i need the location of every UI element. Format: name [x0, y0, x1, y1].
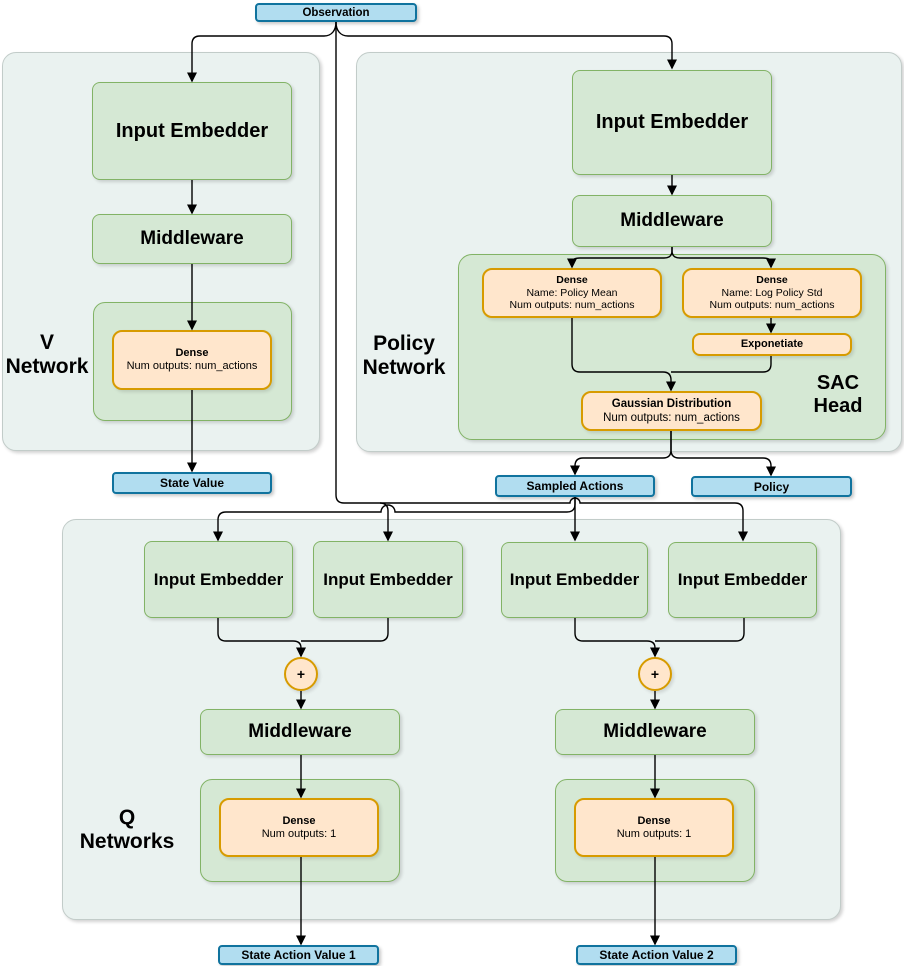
- policy-output-node: Policy: [691, 476, 852, 497]
- v-input-embedder-node: Input Embedder: [92, 82, 292, 180]
- state-action-value-2-node: State Action Value 2: [576, 945, 737, 965]
- sampled-actions-node: Sampled Actions: [495, 475, 655, 497]
- dense-log-policy-std-node: Dense Name: Log Policy Std Num outputs: …: [682, 268, 862, 318]
- q2-input-embedder-1-node: Input Embedder: [501, 542, 648, 618]
- sac-head-label: SAC Head: [813, 372, 863, 417]
- observation-node: Observation: [255, 3, 417, 22]
- q1-input-embedder-1-node: Input Embedder: [144, 541, 293, 618]
- exponentiate-node: Exponetiate: [692, 333, 852, 356]
- q1-plus-node: +: [284, 657, 318, 691]
- q2-dense-node: Dense Num outputs: 1: [574, 798, 734, 857]
- q1-input-embedder-2-node: Input Embedder: [313, 541, 463, 618]
- policy-network-label: Policy Network: [362, 332, 446, 379]
- q-networks-label: Q Networks: [79, 806, 175, 853]
- policy-middleware-node: Middleware: [572, 195, 772, 247]
- v-network-label: V Network: [5, 331, 89, 378]
- q2-middleware-node: Middleware: [555, 709, 755, 755]
- q2-plus-node: +: [638, 657, 672, 691]
- dense-policy-mean-node: Dense Name: Policy Mean Num outputs: num…: [482, 268, 662, 318]
- gaussian-distribution-node: Gaussian Distribution Num outputs: num_a…: [581, 391, 762, 431]
- q1-middleware-node: Middleware: [200, 709, 400, 755]
- state-action-value-1-node: State Action Value 1: [218, 945, 379, 965]
- state-value-node: State Value: [112, 472, 272, 494]
- v-middleware-node: Middleware: [92, 214, 292, 264]
- policy-input-embedder-node: Input Embedder: [572, 70, 772, 175]
- v-dense-node: Dense Num outputs: num_actions: [112, 330, 272, 390]
- q1-dense-node: Dense Num outputs: 1: [219, 798, 379, 857]
- q2-input-embedder-2-node: Input Embedder: [668, 542, 817, 618]
